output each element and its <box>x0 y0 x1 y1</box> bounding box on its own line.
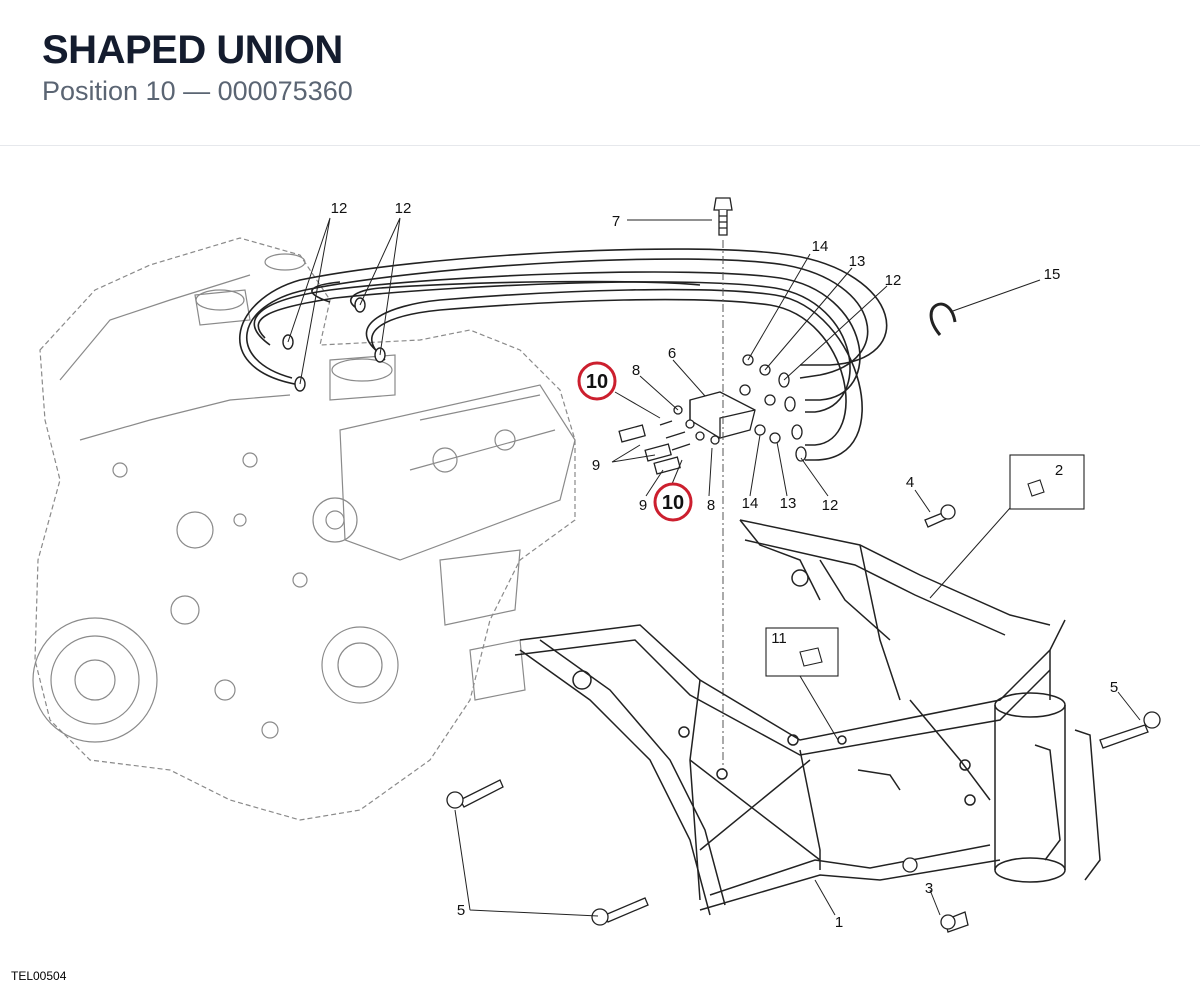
clip-15 <box>929 302 957 336</box>
leader-lines <box>287 217 1141 917</box>
callout-8: 8 <box>707 497 715 514</box>
callout-12: 12 <box>395 200 412 217</box>
callout-6: 6 <box>668 345 676 362</box>
engine-illustration <box>32 237 576 821</box>
callout-10-highlighted: 10 <box>586 371 608 393</box>
highlight-badge-top[interactable]: 10 <box>577 361 617 401</box>
page-header: SHAPED UNION Position 10 — 000075360 <box>0 0 1200 146</box>
callout-9: 9 <box>592 457 600 474</box>
callout-labels: 12 12 7 14 13 12 15 6 8 9 9 8 14 13 12 2… <box>331 200 1119 931</box>
inset-boxes <box>765 454 1085 677</box>
callout-1: 1 <box>835 914 843 931</box>
callout-8: 8 <box>632 362 640 379</box>
callout-4: 4 <box>906 474 914 491</box>
callout-9: 9 <box>639 497 647 514</box>
page-subtitle: Position 10 — 000075360 <box>42 76 353 106</box>
callout-14: 14 <box>812 238 829 255</box>
figure-code: TEL00504 <box>11 969 67 983</box>
highlight-badge-bottom[interactable]: 10 <box>653 482 693 522</box>
callout-11: 11 <box>771 630 787 647</box>
callout-10-highlighted: 10 <box>662 492 684 514</box>
callout-13: 13 <box>780 495 797 512</box>
callout-5: 5 <box>457 902 465 919</box>
page-title: SHAPED UNION <box>42 28 343 72</box>
shaped-union-assembly <box>618 354 807 475</box>
callout-13: 13 <box>849 253 866 270</box>
callout-14: 14 <box>742 495 759 512</box>
bolts-4-5-3 <box>446 504 1161 933</box>
callout-15: 15 <box>1044 266 1061 283</box>
frame-illustration <box>514 519 1101 916</box>
bolt-7 <box>713 197 733 236</box>
callout-12: 12 <box>331 200 348 217</box>
callout-2: 2 <box>1055 462 1063 479</box>
callout-5: 5 <box>1110 679 1118 696</box>
callout-12: 12 <box>885 272 902 289</box>
callout-3: 3 <box>925 880 933 897</box>
callout-12: 12 <box>822 497 839 514</box>
callout-7: 7 <box>612 213 620 230</box>
hose-bundle <box>239 248 888 461</box>
exploded-parts-diagram: 12 12 7 14 13 12 15 6 8 9 9 8 14 13 12 2… <box>32 197 1161 933</box>
